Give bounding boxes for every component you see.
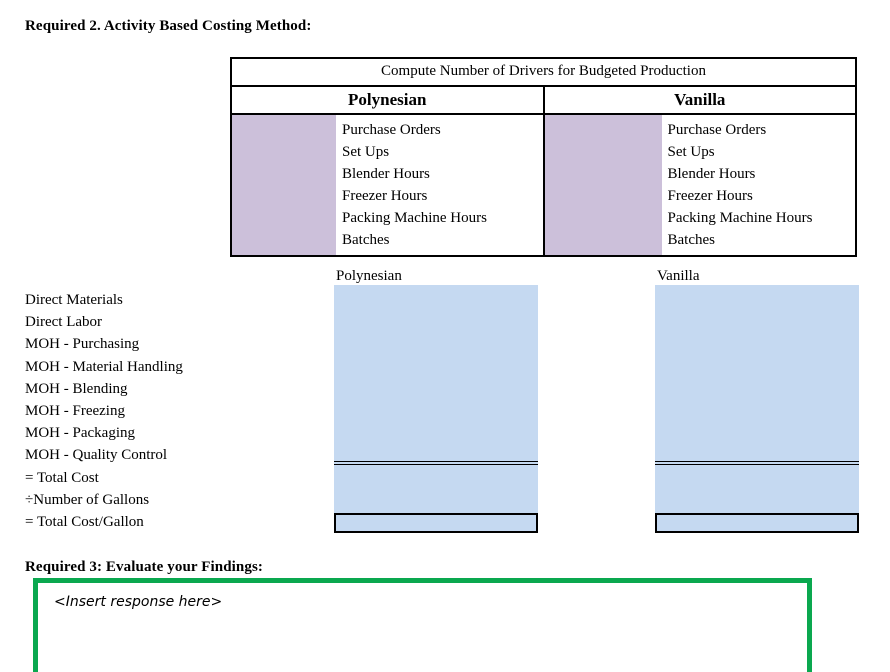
cost-row-label: ÷Number of Gallons	[25, 491, 150, 508]
drivers-table: Compute Number of Drivers for Budgeted P…	[230, 57, 857, 257]
drivers-table-body-row: Purchase Orders Set Ups Blender Hours Fr…	[230, 113, 857, 257]
driver-entry-area-polynesian[interactable]	[232, 115, 336, 255]
cost-row-label: MOH - Purchasing	[25, 336, 140, 353]
driver-label: Purchase Orders	[342, 122, 441, 138]
driver-label: Batches	[342, 232, 390, 248]
required-2-heading: Required 2. Activity Based Costing Metho…	[25, 18, 312, 34]
drivers-table-product-row: Polynesian Vanilla	[230, 85, 857, 115]
driver-label: Batches	[667, 232, 715, 248]
response-placeholder-text: <Insert response here>	[54, 594, 223, 610]
cost-column-caption-vanilla: Vanilla	[657, 268, 700, 284]
subtotal-rule-polynesian	[334, 461, 538, 465]
cost-row-label: MOH - Packaging	[25, 425, 135, 442]
driver-label: Set Ups	[342, 144, 390, 160]
cost-row-label: MOH - Freezing	[25, 403, 125, 420]
driver-label-list-vanilla: Purchase Orders Set Ups Blender Hours Fr…	[661, 115, 855, 255]
driver-label-list-polynesian: Purchase Orders Set Ups Blender Hours Fr…	[336, 115, 543, 255]
driver-label: Blender Hours	[667, 166, 756, 182]
total-and-gallons-entry-polynesian[interactable]	[334, 465, 538, 513]
cost-per-gallon-entry-polynesian[interactable]	[334, 513, 538, 533]
cost-entry-column-polynesian	[334, 285, 538, 533]
cost-per-gallon-entry-vanilla[interactable]	[655, 513, 859, 533]
driver-label: Purchase Orders	[667, 122, 767, 138]
driver-label: Packing Machine Hours	[342, 210, 487, 226]
cost-row-label: = Total Cost	[25, 469, 99, 486]
cost-row-label: MOH - Blending	[25, 380, 128, 397]
cost-column-caption-polynesian: Polynesian	[336, 268, 402, 284]
cost-row-label: = Total Cost/Gallon	[25, 514, 144, 531]
cost-buildup-section: Polynesian Vanilla Direct Materials Dire…	[0, 264, 890, 534]
driver-label: Blender Hours	[342, 166, 430, 182]
driver-label: Packing Machine Hours	[667, 210, 813, 226]
driver-entry-area-vanilla[interactable]	[544, 115, 662, 255]
driver-label: Freezer Hours	[342, 188, 428, 204]
cost-row-label-list: Direct Materials Direct Labor MOH - Purc…	[25, 289, 325, 533]
cost-entry-column-vanilla	[655, 285, 859, 533]
cost-row-label: Direct Labor	[25, 314, 103, 331]
drivers-table-title-row: Compute Number of Drivers for Budgeted P…	[230, 57, 857, 87]
drivers-cell-vanilla: Purchase Orders Set Ups Blender Hours Fr…	[542, 113, 857, 257]
cost-row-label: MOH - Quality Control	[25, 447, 168, 464]
drivers-table-title: Compute Number of Drivers for Budgeted P…	[230, 57, 857, 87]
cost-row-label: MOH - Material Handling	[25, 358, 183, 375]
total-and-gallons-entry-vanilla[interactable]	[655, 465, 859, 513]
product-header-polynesian: Polynesian	[230, 85, 545, 115]
required-3-heading: Required 3: Evaluate your Findings:	[25, 559, 263, 575]
driver-label: Set Ups	[667, 144, 715, 160]
product-header-vanilla: Vanilla	[542, 85, 857, 115]
cost-row-label: Direct Materials	[25, 292, 123, 308]
drivers-cell-polynesian: Purchase Orders Set Ups Blender Hours Fr…	[230, 113, 545, 257]
cost-entry-area-vanilla[interactable]	[655, 285, 859, 461]
subtotal-rule-vanilla	[655, 461, 859, 465]
cost-entry-area-polynesian[interactable]	[334, 285, 538, 461]
driver-label: Freezer Hours	[667, 188, 753, 204]
response-textarea[interactable]: <Insert response here>	[33, 578, 812, 672]
